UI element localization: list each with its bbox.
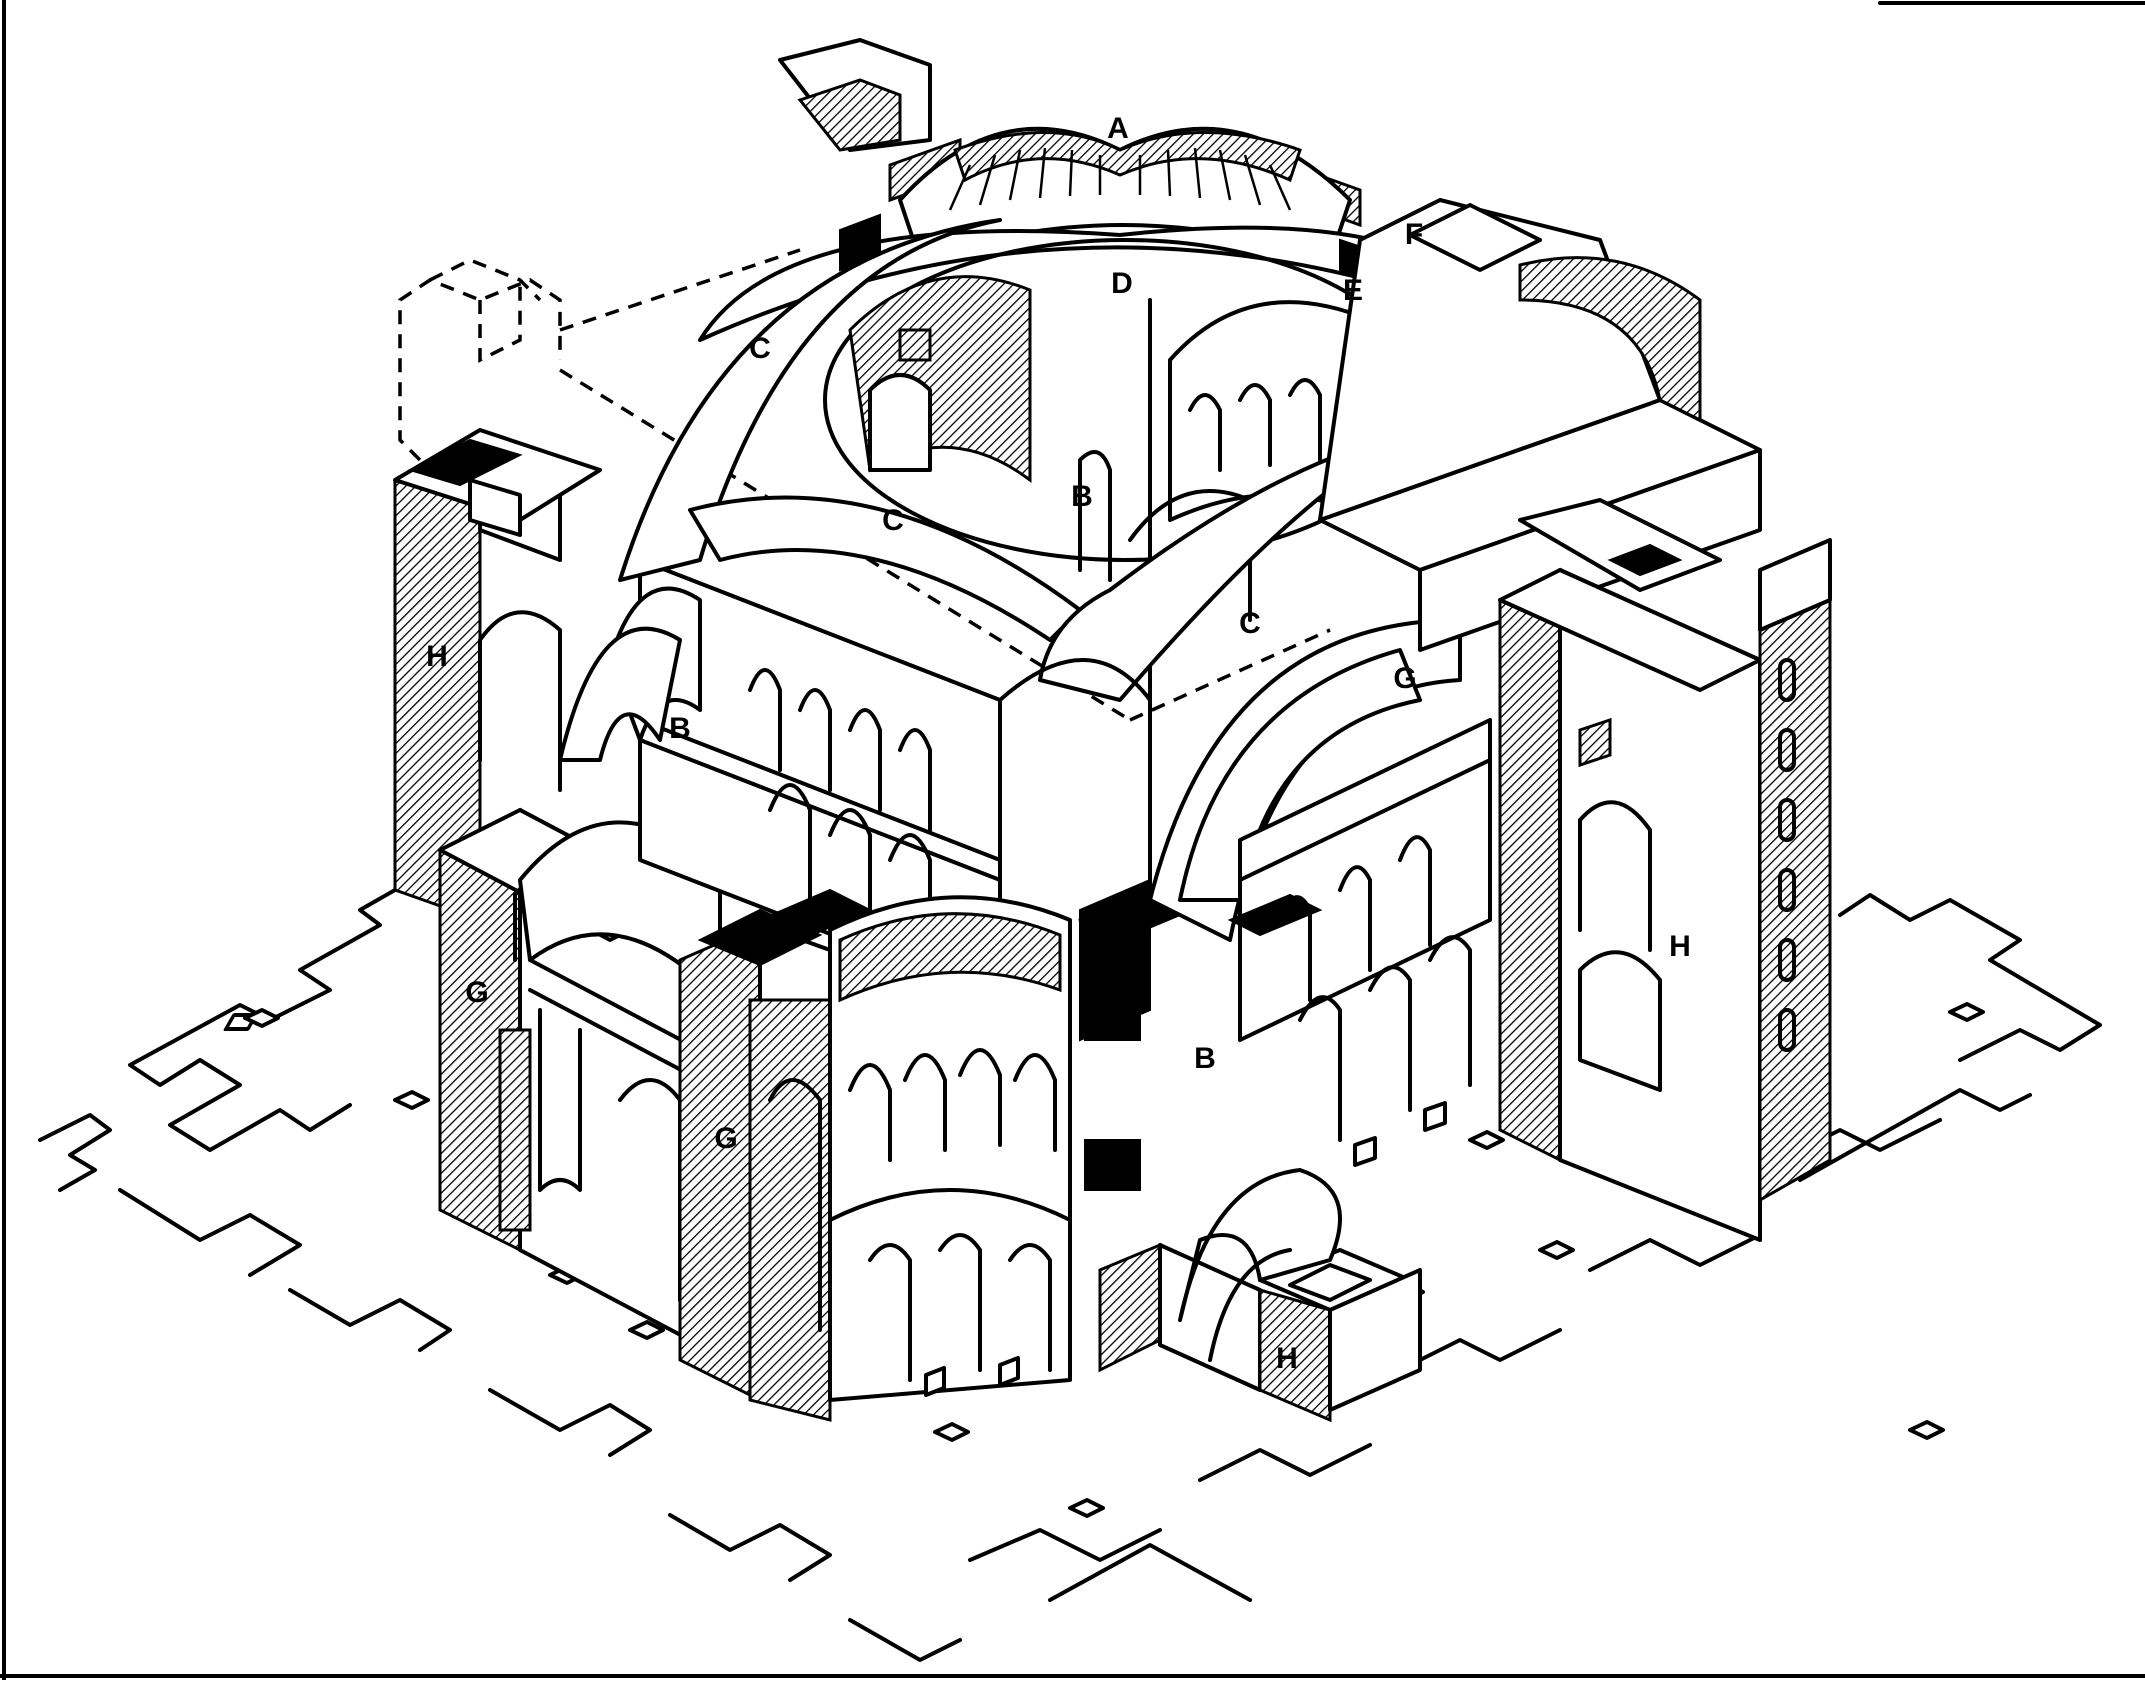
central-west-pier bbox=[678, 908, 832, 1422]
label-E: E bbox=[1343, 274, 1363, 307]
label-G-right: G bbox=[1393, 662, 1416, 695]
label-H-bottom: H bbox=[1276, 1342, 1298, 1375]
dashed-phantom-tower bbox=[398, 248, 1331, 722]
label-G-center: G bbox=[714, 1122, 737, 1155]
southeast-block bbox=[1098, 1168, 1422, 1423]
north-arcade bbox=[558, 558, 1002, 1002]
label-C-center: C bbox=[882, 504, 904, 537]
label-B-upper: B bbox=[1071, 480, 1093, 513]
label-H-right: H bbox=[1669, 930, 1691, 963]
label-F: F bbox=[1405, 218, 1423, 251]
label-D: D bbox=[1111, 267, 1133, 300]
right-arches bbox=[1148, 618, 1492, 1167]
label-G-left: G bbox=[465, 976, 488, 1009]
cut-section-accents bbox=[757, 888, 1323, 1191]
central-exedra bbox=[828, 878, 1151, 1402]
right-wing bbox=[1498, 498, 1832, 1242]
callout-labels: A B B B C C C D E F G G G H H H bbox=[426, 112, 1691, 1375]
left-wing bbox=[393, 428, 722, 1342]
label-B-left: B bbox=[669, 712, 691, 745]
label-C-left: C bbox=[749, 332, 771, 365]
label-H-left: H bbox=[426, 640, 448, 673]
label-B-right: B bbox=[1194, 1042, 1216, 1075]
label-C-right: C bbox=[1239, 607, 1261, 640]
label-A: A bbox=[1107, 112, 1129, 145]
